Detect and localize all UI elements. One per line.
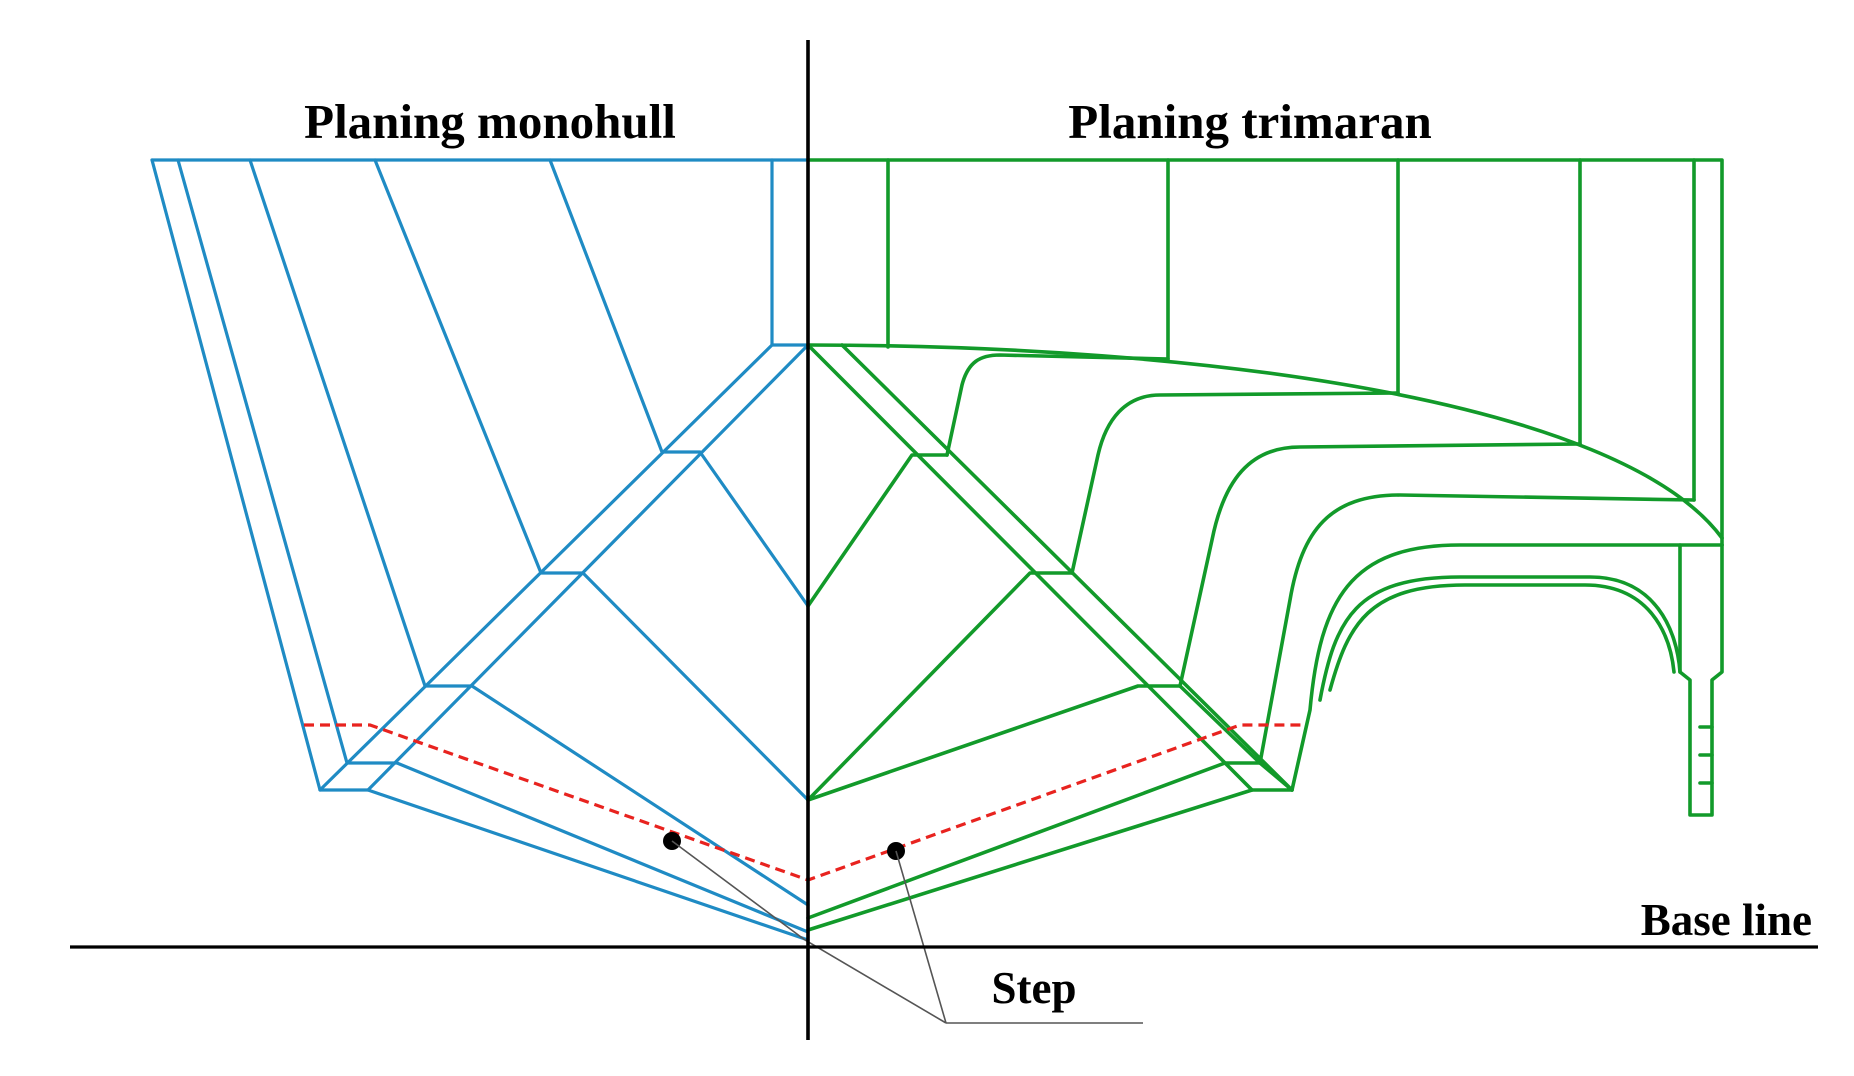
monohull-chine-outer bbox=[318, 343, 774, 792]
trimaran-station-2 bbox=[806, 761, 1262, 920]
trimaran-title: Planing trimaran bbox=[1068, 94, 1431, 149]
base-line-label: Base line bbox=[1641, 895, 1812, 945]
trimaran-station-1 bbox=[806, 684, 1294, 932]
monohull-station-4 bbox=[373, 158, 810, 802]
monohull-title: Planing monohull bbox=[304, 94, 676, 149]
trimaran-outrigger-arch-inner bbox=[1328, 583, 1676, 692]
monohull-station-6 bbox=[770, 158, 810, 347]
step-label: Step bbox=[991, 963, 1076, 1013]
trimaran-station-4 bbox=[806, 571, 1074, 802]
monohull-body-plan bbox=[150, 158, 810, 942]
trimaran-station-5 bbox=[806, 453, 949, 608]
trimaran-body-plan bbox=[806, 158, 1724, 932]
step-dashed-line bbox=[304, 723, 1305, 882]
step-leader-right bbox=[895, 850, 947, 1024]
monohull-station-1 bbox=[150, 158, 810, 942]
trimaran-chine-inner bbox=[840, 343, 1294, 792]
monohull-station-3 bbox=[248, 158, 810, 907]
trimaran-station-3 bbox=[806, 684, 1182, 802]
trimaran-tunnel-5 bbox=[1290, 543, 1724, 792]
trimaran-tunnel-4 bbox=[1258, 493, 1696, 765]
trimaran-tunnel-2 bbox=[1070, 391, 1400, 575]
trimaran-chine-outer bbox=[806, 343, 1254, 792]
trimaran-deck-line bbox=[806, 158, 1724, 547]
monohull-chine-inner bbox=[366, 343, 810, 792]
trimaran-tunnel-3 bbox=[1178, 442, 1582, 688]
trimaran-outrigger-hull bbox=[1678, 543, 1724, 817]
monohull-station-2 bbox=[176, 158, 810, 934]
step-leader-left bbox=[671, 840, 947, 1024]
trimaran-outrigger-arch bbox=[1318, 575, 1682, 702]
monohull-station-5 bbox=[548, 158, 810, 608]
trimaran-sheer-curve bbox=[806, 343, 1724, 540]
step-leader-lines bbox=[671, 840, 1143, 1024]
trimaran-tunnel-1 bbox=[945, 353, 1170, 457]
